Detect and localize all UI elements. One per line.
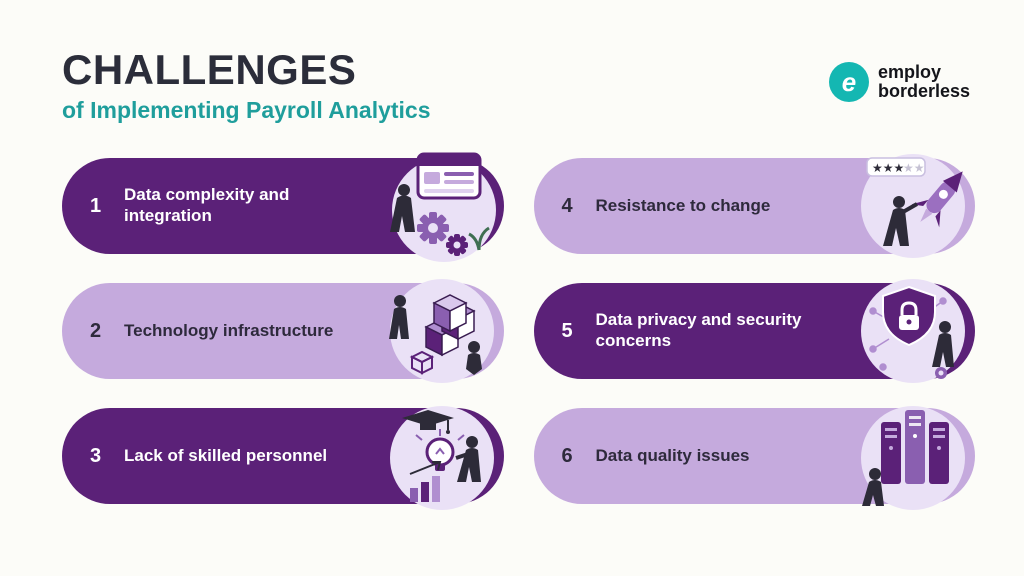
svg-text:★★: ★★ bbox=[903, 161, 925, 175]
challenge-label: Resistance to change bbox=[595, 195, 771, 215]
page-title: CHALLENGES bbox=[62, 46, 357, 93]
challenge-item-3: 3 Lack of skilled personnel bbox=[62, 406, 504, 510]
challenge-number: 2 bbox=[90, 319, 102, 342]
data-complexity-illustration bbox=[389, 152, 496, 262]
challenge-label: Data privacy and security concerns bbox=[595, 310, 802, 350]
challenge-number: 5 bbox=[561, 319, 573, 342]
technology-cubes-illustration bbox=[388, 279, 494, 383]
challenge-label: Data complexity and integration bbox=[124, 185, 290, 225]
challenges-grid: 1 Data complexity and integration bbox=[62, 152, 975, 510]
challenge-number: 6 bbox=[561, 444, 573, 467]
change-rocket-illustration: ★★★ ★★ bbox=[861, 154, 965, 258]
svg-text:★★★: ★★★ bbox=[872, 161, 904, 175]
data-quality-servers-illustration bbox=[861, 406, 965, 510]
security-shield-illustration bbox=[861, 279, 965, 383]
challenge-number: 4 bbox=[561, 194, 573, 217]
brand-name-line1: employ bbox=[877, 61, 941, 82]
challenge-label: Data quality issues bbox=[595, 445, 750, 465]
challenge-item-6: 6 Data quality issues bbox=[533, 406, 975, 510]
challenge-item-1: 1 Data complexity and integration bbox=[62, 152, 504, 262]
brand-name-line2: borderless bbox=[877, 81, 970, 101]
brand-logo: e employ borderless bbox=[828, 61, 970, 102]
brand-logo-letter: e bbox=[841, 66, 857, 97]
challenge-number: 1 bbox=[90, 194, 102, 217]
skills-education-illustration bbox=[389, 406, 494, 510]
challenge-label: Technology infrastructure bbox=[124, 320, 334, 340]
challenge-number: 3 bbox=[90, 444, 102, 467]
brand-name: employ borderless bbox=[877, 61, 970, 102]
page-header: CHALLENGES of Implementing Payroll Analy… bbox=[62, 46, 431, 124]
brand-logo-icon: e bbox=[828, 62, 869, 102]
challenge-label: Lack of skilled personnel bbox=[124, 445, 328, 465]
challenge-item-5: 5 Data privacy and security concerns bbox=[533, 279, 975, 383]
challenge-item-2: 2 Technology infrastructure bbox=[62, 279, 504, 383]
page-subtitle: of Implementing Payroll Analytics bbox=[62, 97, 431, 124]
challenge-item-4: 4 Resistance to change ★★★ ★★ bbox=[533, 154, 975, 258]
